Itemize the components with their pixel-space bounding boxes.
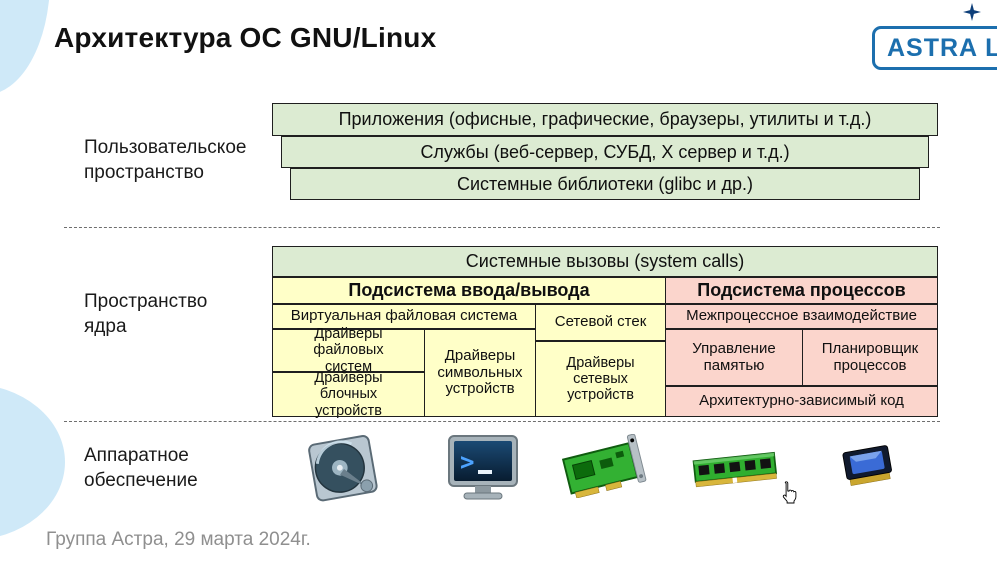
ram-icon xyxy=(692,451,778,488)
io-cell-net-drivers: Драйверы сетевых устройств xyxy=(535,341,666,417)
io-cell-char-drivers: Драйверы символьных устройств xyxy=(424,329,536,417)
process-subsystem-header: Подсистема процессов xyxy=(665,277,938,304)
hdd-icon xyxy=(308,435,378,502)
user-space-row-libraries: Системные библиотеки (glibc и др.) xyxy=(290,168,920,200)
io-cell-network-stack: Сетевой стек xyxy=(535,304,666,341)
process-cell-arch-code: Архитектурно-зависимый код xyxy=(665,386,938,417)
slide-title: Архитектура ОС GNU/Linux xyxy=(54,22,437,53)
kernel-syscalls-row: Системные вызовы (system calls) xyxy=(272,246,938,277)
decor-blob-top-left xyxy=(0,0,50,95)
io-cell-vfs: Виртуальная файловая система xyxy=(272,304,536,329)
separator-kernel-hardware xyxy=(64,421,940,422)
process-cell-scheduler: Планировщик процессов xyxy=(802,329,938,386)
user-space-row-applications: Приложения (офисные, графические, браузе… xyxy=(272,103,938,136)
network-card-icon xyxy=(561,434,647,498)
user-space-row-services: Службы (веб-сервер, СУБД, X сервер и т.д… xyxy=(281,136,929,168)
cpu-icon xyxy=(842,445,892,486)
svg-text:>: > xyxy=(460,448,474,476)
slide-footer: Группа Астра, 29 марта 2024г. xyxy=(46,529,311,550)
io-cell-fs-drivers: Драйверы файловых систем xyxy=(272,326,425,375)
logo-star-icon xyxy=(963,3,981,21)
io-subsystem-header: Подсистема ввода/вывода xyxy=(272,277,666,304)
label-user-space: Пользовательское пространство xyxy=(84,137,247,184)
process-cell-ipc: Межпроцессное взаимодействие xyxy=(665,304,938,329)
io-cell-block-drivers: Драйверы блочных устройств xyxy=(272,370,425,419)
label-hardware: Аппаратное обеспечение xyxy=(84,445,198,492)
decor-blob-left-bottom xyxy=(0,384,65,540)
astra-linux-logo: ASTRA LIN xyxy=(872,26,997,70)
label-kernel-space: Пространство ядра xyxy=(84,291,208,338)
process-cell-memory: Управление памятью xyxy=(665,329,803,386)
hand-cursor-icon xyxy=(782,481,797,504)
astra-linux-logo-text: ASTRA LIN xyxy=(887,33,997,62)
separator-user-kernel xyxy=(64,227,940,228)
terminal-icon: > xyxy=(448,435,518,500)
